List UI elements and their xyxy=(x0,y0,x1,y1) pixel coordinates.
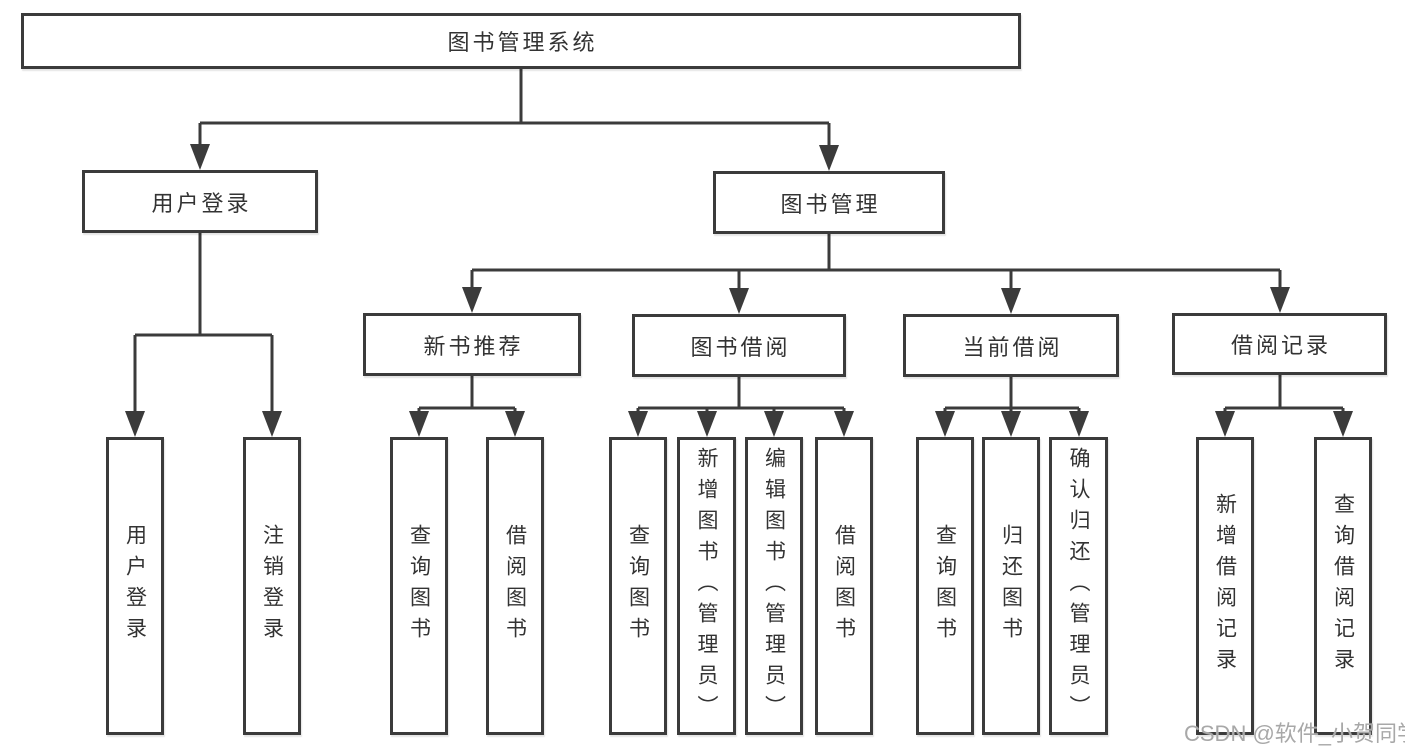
arrowhead-icon xyxy=(1270,287,1290,313)
node-label: 图书借阅 xyxy=(690,334,791,360)
arrowhead-icon xyxy=(125,411,145,437)
leaf-add-borrow-record: 新增借阅记录 xyxy=(1196,437,1254,735)
leaf-edit-books-admin: 编辑图书（管理员） xyxy=(745,437,803,735)
arrowhead-icon xyxy=(1001,411,1021,437)
arrowhead-icon xyxy=(628,411,648,437)
edge-new-book-rec-to-leaves xyxy=(409,376,525,437)
node-label: 借阅记录 xyxy=(1230,333,1331,358)
node-label: 查询图书 xyxy=(933,524,957,648)
node-book-borrow: 图书借阅 xyxy=(632,314,846,377)
leaf-borrow-books-rec: 借阅图书 xyxy=(486,437,544,735)
leaf-add-books-admin: 新增图书（管理员） xyxy=(677,437,736,735)
leaf-user-login: 用户登录 xyxy=(106,437,164,735)
edge-current-borrow-to-leaves xyxy=(935,377,1089,437)
arrowhead-icon xyxy=(697,411,717,437)
node-label: 用户登录 xyxy=(151,190,252,216)
arrowhead-icon xyxy=(1069,411,1089,437)
node-label: 新书推荐 xyxy=(423,333,524,359)
edge-user-login-to-leaves xyxy=(125,233,282,437)
node-user-login: 用户登录 xyxy=(82,170,318,233)
node-borrow-records: 借阅记录 xyxy=(1172,313,1387,375)
node-label: 新增图书（管理员） xyxy=(695,446,718,726)
node-label: 查询图书 xyxy=(626,524,650,648)
node-label: 图书管理 xyxy=(780,191,881,217)
leaf-borrow-books: 借阅图书 xyxy=(815,437,873,735)
node-label: 编辑图书（管理员） xyxy=(762,446,786,726)
node-label: 注销登录 xyxy=(260,524,284,648)
arrowhead-icon xyxy=(834,411,854,437)
arrowhead-icon xyxy=(505,411,525,437)
node-label: 借阅图书 xyxy=(503,524,527,648)
arrowhead-icon xyxy=(262,411,282,437)
leaf-query-current: 查询图书 xyxy=(916,437,974,735)
edge-book-management-to-level3 xyxy=(462,234,1290,314)
node-root-system: 图书管理系统 xyxy=(21,13,1021,69)
arrowhead-icon xyxy=(462,287,482,313)
node-label: 查询借阅记录 xyxy=(1331,493,1355,679)
edge-root-to-level2 xyxy=(190,69,839,171)
arrowhead-icon xyxy=(1001,288,1021,314)
node-label: 归还图书 xyxy=(999,524,1023,648)
leaf-confirm-return-admin: 确认归还（管理员） xyxy=(1049,437,1108,735)
leaf-logout: 注销登录 xyxy=(243,437,301,735)
arrowhead-icon xyxy=(935,411,955,437)
node-new-book-recommend: 新书推荐 xyxy=(363,313,581,376)
arrowhead-icon xyxy=(819,145,839,171)
node-label: 当前借阅 xyxy=(962,334,1063,360)
csdn-watermark: CSDN @软件_小贺同学 xyxy=(1184,721,1405,746)
node-label: 新增借阅记录 xyxy=(1213,493,1237,679)
node-label: 用户登录 xyxy=(123,524,147,648)
node-label: 图书管理系统 xyxy=(447,30,598,55)
edge-book-borrow-to-leaves xyxy=(628,377,854,437)
arrowhead-icon xyxy=(409,411,429,437)
arrowhead-icon xyxy=(729,288,749,314)
edge-borrow-records-to-leaves xyxy=(1215,375,1353,437)
leaf-query-borrow-record: 查询借阅记录 xyxy=(1314,437,1372,735)
arrowhead-icon xyxy=(1215,411,1235,437)
arrowhead-icon xyxy=(190,144,210,170)
leaf-return-books: 归还图书 xyxy=(982,437,1040,735)
arrowhead-icon xyxy=(1333,411,1353,437)
node-label: 借阅图书 xyxy=(832,524,856,648)
node-label: 确认归还（管理员） xyxy=(1067,446,1090,726)
node-label: 查询图书 xyxy=(407,524,431,648)
node-current-borrow: 当前借阅 xyxy=(903,314,1119,377)
arrowhead-icon xyxy=(764,411,784,437)
node-book-management: 图书管理 xyxy=(713,171,945,234)
leaf-query-books-rec: 查询图书 xyxy=(390,437,448,735)
leaf-query-books: 查询图书 xyxy=(609,437,667,735)
